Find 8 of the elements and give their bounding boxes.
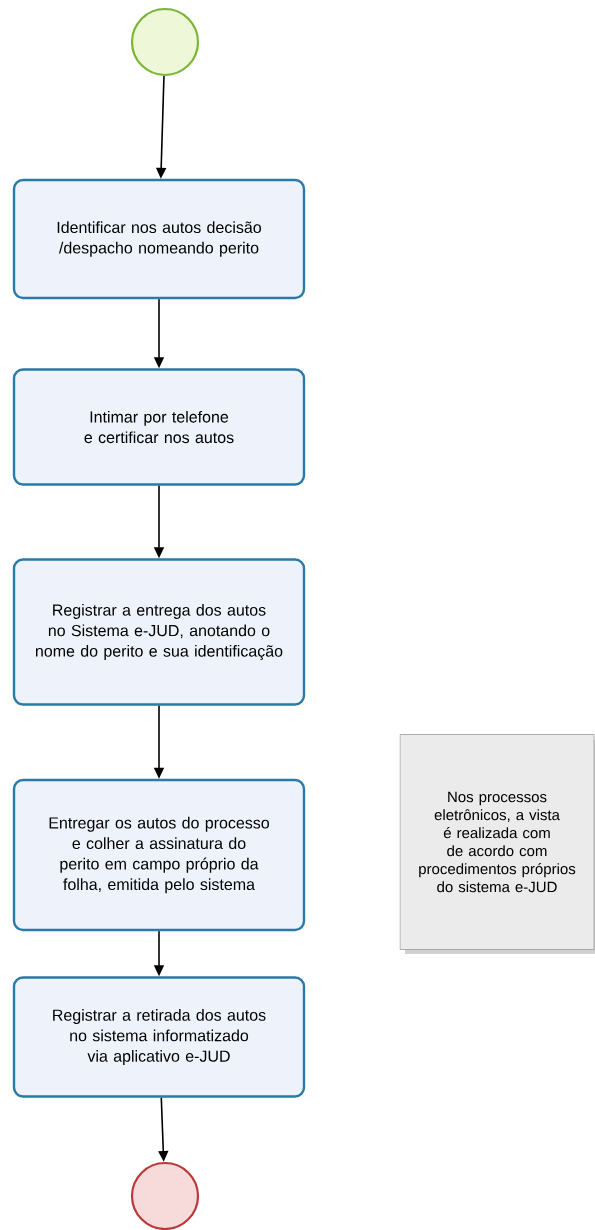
end-event-circle xyxy=(130,1161,200,1230)
start-event-circle xyxy=(130,7,200,77)
task-box: Identificar nos autos decisão /despacho nomeando perito xyxy=(12,178,306,300)
task-box: Registrar a retirada dos autos no sistema informatizado via aplicativo e-JUD xyxy=(12,976,306,1098)
task-box: Entregar os autos do processo e colher a assinatura do perito em campo próprio da folha, emitida pelo sistema xyxy=(12,778,306,932)
task-box: Registrar a entrega dos autos no Sistema e-JUD, anotando o nome do perito e sua identificação xyxy=(12,558,306,706)
task-box: Intimar por telefone e certificar nos autos xyxy=(12,368,306,486)
note-box: Nos processos eletrônicos, a vista é realizada com de acordo com procedimentos próprios do sistema e-JUD xyxy=(399,734,595,950)
